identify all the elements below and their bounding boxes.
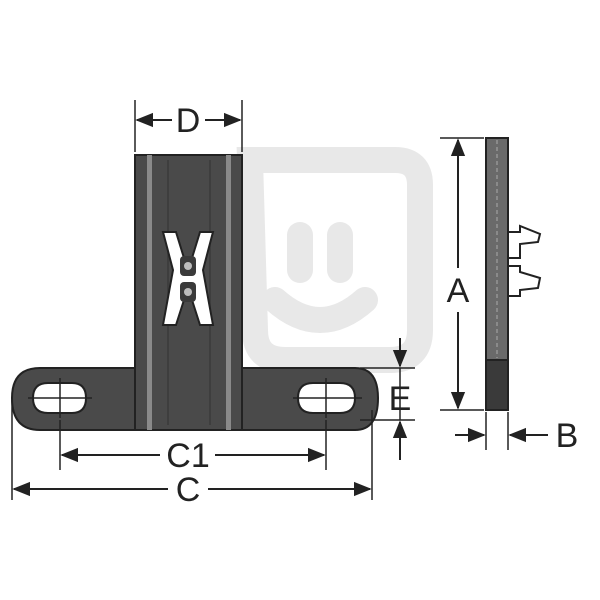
dimension-a: A [440,137,484,411]
dimension-b: B [455,412,578,455]
side-view-part [485,137,542,411]
center-clip [161,231,215,326]
label-c1: C1 [166,437,209,475]
label-a: A [447,272,470,310]
label-c: C [176,471,201,509]
label-e: E [389,380,412,418]
dimension-c1: C1 [59,420,327,475]
label-d: D [176,102,201,140]
left-mounting-slot [28,378,92,418]
dimension-d: D [134,100,243,152]
dimension-e: E [360,338,415,460]
dimension-c: C [11,400,373,509]
right-mounting-slot [293,378,362,418]
label-b: B [556,417,579,455]
watermark-logo [236,147,433,373]
